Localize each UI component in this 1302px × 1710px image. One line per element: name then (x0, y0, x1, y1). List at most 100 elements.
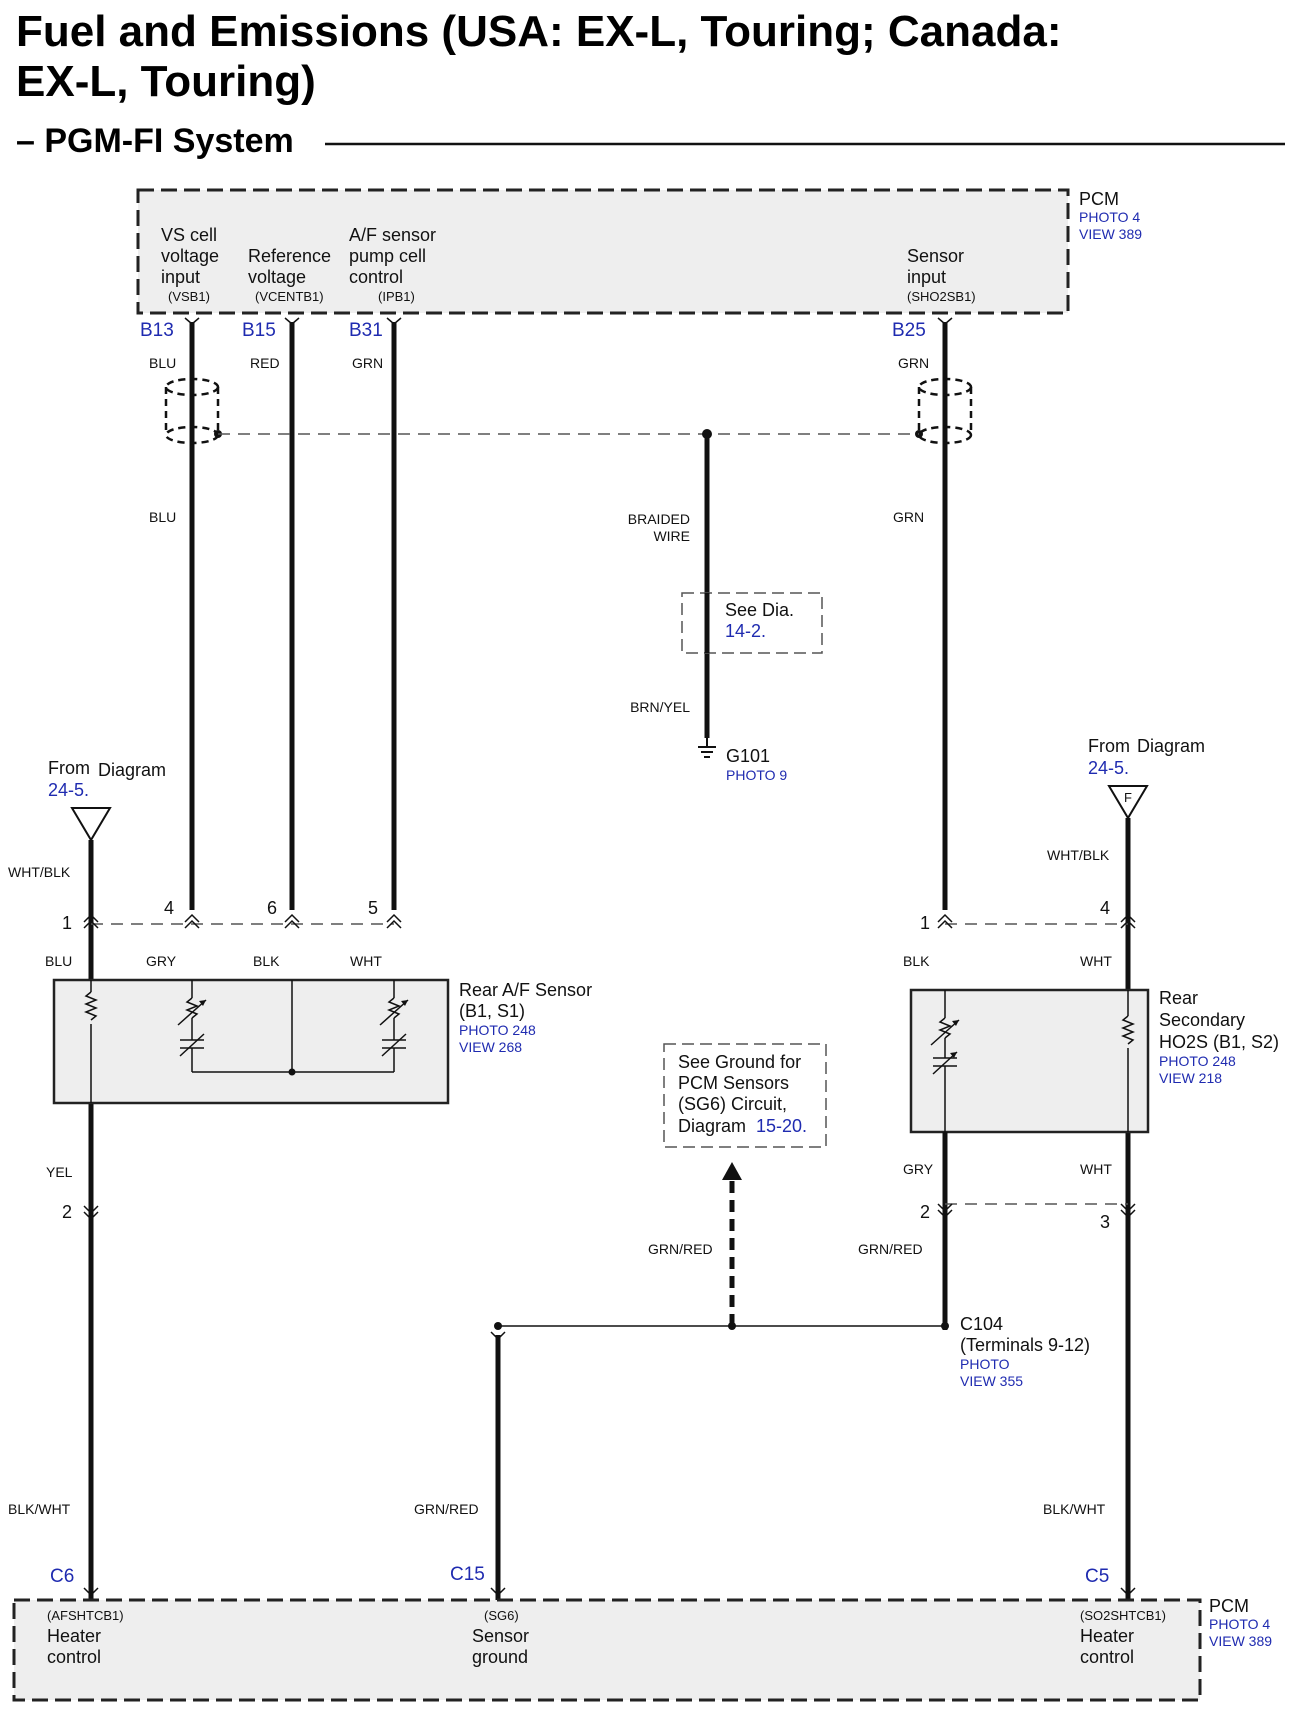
ground-note-ref: 15-20. (756, 1116, 807, 1136)
ground-note-line2: PCM Sensors (678, 1073, 789, 1093)
grn-red-right-label: GRN/RED (858, 1241, 923, 1257)
sho2sb1-desc-2: input (907, 267, 946, 287)
ipb1-desc-1: A/F sensor (349, 225, 436, 245)
ho2s-wire-blk: BLK (903, 953, 930, 969)
section-title: – PGM-FI System (16, 122, 294, 160)
ho2s-bottom-pin-3: 3 (1100, 1212, 1110, 1232)
pcm-bottom-box (12, 1598, 1202, 1702)
c104-terminals: (Terminals 9-12) (960, 1335, 1090, 1355)
ground-note-line3: (SG6) Circuit, (678, 1094, 787, 1114)
pcm-bottom-name: PCM (1209, 1596, 1249, 1616)
ipb1-code: (IPB1) (378, 289, 415, 304)
ho2s-wire-wht: WHT (1080, 953, 1112, 969)
ho2s-connector-bottom-chevrons (937, 1203, 1136, 1219)
c5-wire-label: BLK/WHT (1043, 1501, 1106, 1517)
c15-wire-label: GRN/RED (414, 1501, 479, 1517)
from-left-text: From (48, 758, 90, 778)
braided-label-2: WIRE (653, 528, 690, 544)
af-bottom-wire: YEL (46, 1164, 73, 1180)
ho2s-name-2: Secondary (1159, 1010, 1245, 1030)
c6-desc-1: Heater (47, 1626, 101, 1646)
ipb1-desc-2: pump cell (349, 246, 426, 266)
from-left-diagram: Diagram (98, 760, 166, 780)
from-left-ref: 24-5. (48, 780, 89, 800)
pin-c15: C15 (450, 1564, 485, 1585)
from-right-letter: F (1124, 790, 1132, 805)
af-bottom-pin: 2 (62, 1202, 72, 1222)
see-dia-ref: 14-2. (725, 621, 766, 641)
g101-photo: PHOTO 9 (726, 767, 787, 783)
c6-wire-label: BLK/WHT (8, 1501, 71, 1517)
sho2sb1-code: (SHO2SB1) (907, 289, 976, 304)
pcm-bottom-photo: PHOTO 4 (1209, 1616, 1270, 1632)
af-sensor-internal (83, 980, 409, 1103)
pin-c5: C5 (1085, 1566, 1109, 1587)
c104-name: C104 (960, 1314, 1003, 1334)
from-right-arrow-icon (1107, 785, 1149, 820)
top-connector-chevrons (184, 317, 953, 325)
grn-red-left-label: GRN/RED (648, 1241, 713, 1257)
af-sensor-photo: PHOTO 248 (459, 1022, 536, 1038)
c104-splice-mid (728, 1322, 736, 1330)
vsb1-code: (VSB1) (168, 289, 210, 304)
vsb1-desc-3: input (161, 267, 200, 287)
c15-code: (SG6) (484, 1608, 519, 1623)
ho2s-bottom-wire-gry: GRY (903, 1161, 934, 1177)
brn-yel-label: BRN/YEL (630, 699, 690, 715)
ho2s-connector-top-chevrons (937, 913, 1136, 929)
pin-c6: C6 (50, 1566, 74, 1587)
from-right-wire: WHT/BLK (1047, 847, 1110, 863)
vcentb1-desc-1: Reference (248, 246, 331, 266)
ipb1-desc-3: control (349, 267, 403, 287)
ho2s-bottom-pin-2: 2 (920, 1202, 930, 1222)
from-left-wire: WHT/BLK (8, 864, 71, 880)
sg6-chevron (490, 1331, 506, 1341)
pcm-bottom-view: VIEW 389 (1209, 1633, 1272, 1649)
af-wire-blu: BLU (45, 953, 72, 969)
wire-b15-color: RED (250, 355, 280, 371)
from-right-text: From (1088, 736, 1130, 756)
c6-desc-2: control (47, 1647, 101, 1667)
af-connector-top-chevrons (83, 913, 402, 929)
ground-note-box (663, 1043, 827, 1148)
c104-splice-right (941, 1322, 949, 1330)
from-right-ref: 24-5. (1088, 758, 1129, 778)
ho2s-view: VIEW 218 (1159, 1070, 1222, 1086)
vcentb1-code: (VCENTB1) (255, 289, 324, 304)
rear-ho2s-box (909, 988, 1150, 1134)
c5-desc-2: control (1080, 1647, 1134, 1667)
vcentb1-desc-2: voltage (248, 267, 306, 287)
af-sensor-name-1: Rear A/F Sensor (459, 980, 592, 1000)
pcm-top-name: PCM (1079, 189, 1119, 209)
pcm-top-photo: PHOTO 4 (1079, 209, 1140, 225)
pcm-top-view: VIEW 389 (1079, 226, 1142, 242)
pcm-top-box (136, 188, 1070, 315)
af-wire-wht: WHT (350, 953, 382, 969)
ho2s-name-1: Rear (1159, 988, 1198, 1008)
pin-b13: B13 (140, 320, 174, 341)
see-dia-box (681, 592, 823, 654)
c6-code: (AFSHTCB1) (47, 1608, 124, 1623)
bottom-connector-chevrons (83, 1587, 1136, 1597)
ground-note-arrow-icon (722, 1162, 742, 1180)
from-left-arrow-icon (70, 807, 112, 842)
braided-label-1: BRAIDED (628, 511, 690, 527)
c5-desc-1: Heater (1080, 1626, 1134, 1646)
af-wire-blk: BLK (253, 953, 280, 969)
wire-b13-color: BLU (149, 355, 176, 371)
wire-b31-color: GRN (352, 355, 383, 371)
wire-b25-color: GRN (898, 355, 929, 371)
wire-grn-label: GRN (893, 509, 924, 525)
pin-b15: B15 (242, 320, 276, 341)
rear-af-sensor-box (52, 978, 450, 1105)
vsb1-desc-2: voltage (161, 246, 219, 266)
from-right-diagram: Diagram (1137, 736, 1205, 756)
af-pin-6: 6 (267, 898, 277, 918)
ground-symbol-g101 (698, 738, 716, 758)
see-dia-text: See Dia. (725, 600, 794, 620)
ho2s-internal (930, 990, 1136, 1132)
ho2s-photo: PHOTO 248 (1159, 1053, 1236, 1069)
ho2s-pin-1: 1 (920, 913, 930, 933)
page-title-line1: Fuel and Emissions (USA: EX-L, Touring; … (16, 7, 1061, 56)
